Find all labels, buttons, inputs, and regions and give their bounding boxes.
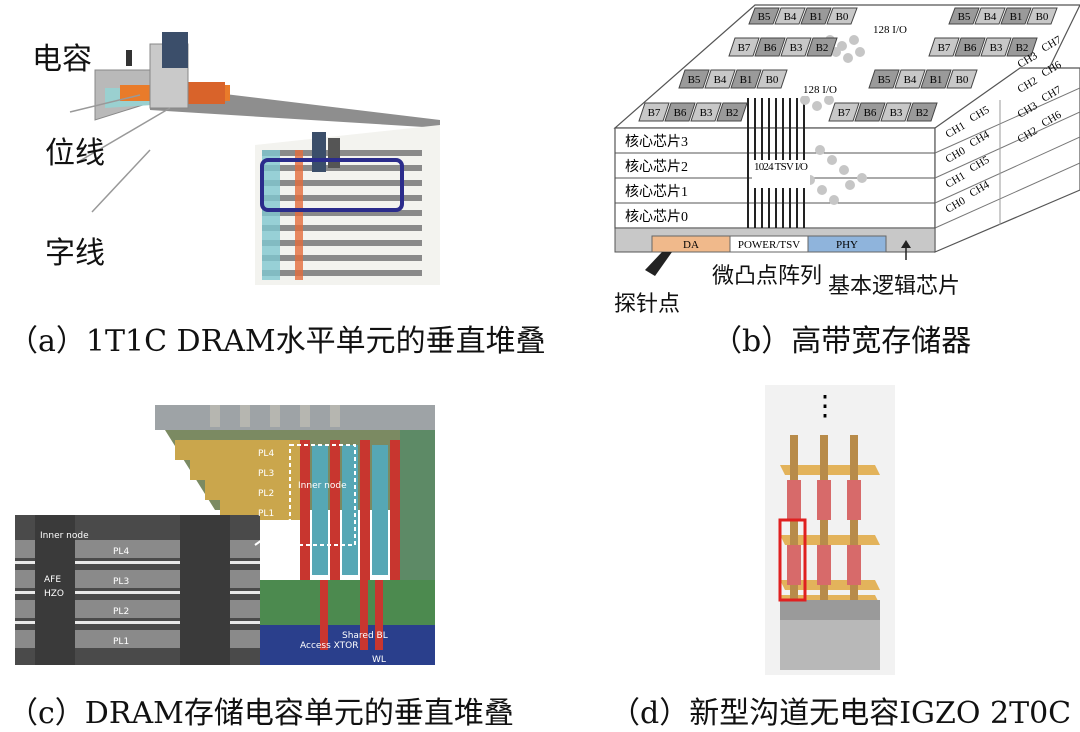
access-xtor-label: Access XTOR xyxy=(300,641,359,651)
bank-label: B2 xyxy=(816,42,829,54)
bank-label: B3 xyxy=(890,107,903,119)
sem-plane-label: PL3 xyxy=(113,577,129,587)
bank-label: B3 xyxy=(990,42,1003,54)
bank-label: B3 xyxy=(700,107,713,119)
probe-label: 探针点 xyxy=(614,292,681,317)
inner-node-label: Inner node xyxy=(298,481,347,491)
plane-label: PL2 xyxy=(258,489,274,499)
plane-label: PL1 xyxy=(258,509,274,519)
chip-labels: 核心芯片3 核心芯片2 核心芯片1 核心芯片0 xyxy=(625,134,688,225)
sem-plane-label: PL2 xyxy=(113,607,129,617)
panel-c: PL4 PL3 PL2 PL1 Inner node AFE HZO PL4 P… xyxy=(0,400,440,680)
base-block-label: POWER/TSV xyxy=(738,239,800,251)
bank-label: B0 xyxy=(766,74,779,86)
caption-d: （d）新型沟道无电容IGZO 2T0C xyxy=(610,696,1072,731)
panel-a: 电容 位线 字线 xyxy=(0,0,540,300)
panel-b: B5 B4 B1 B0 B5 B4 B1 B0 B7 B6 B3 B2 B7 B… xyxy=(600,0,1080,320)
bank-label: B7 xyxy=(738,42,751,54)
bank-label: B6 xyxy=(674,107,687,119)
sem-labels: PL4 PL3 PL2 PL1 Inner node AFE HZO xyxy=(40,531,129,647)
panel-a-illustration xyxy=(69,32,440,285)
bank-labels: B5 B4 B1 B0 B5 B4 B1 B0 B7 B6 B3 B2 B7 B… xyxy=(648,11,1049,119)
bank-label: B4 xyxy=(714,74,727,86)
bitline-label: 位线 xyxy=(45,136,105,171)
base-block-labels: DA POWER/TSV PHY xyxy=(683,239,858,251)
caption-c: （c）DRAM存储电容单元的垂直堆叠 xyxy=(8,696,514,731)
plane-label: PL4 xyxy=(258,449,274,459)
phy-block xyxy=(807,235,887,253)
sem-hzo-label: HZO xyxy=(44,589,64,599)
bank-label: B5 xyxy=(758,11,771,23)
base-block-label: DA xyxy=(683,239,699,251)
shared-bl-label: Shared BL xyxy=(342,631,388,641)
sem-plane-label: PL1 xyxy=(113,637,129,647)
stack-layers xyxy=(262,150,422,276)
bank-label: B5 xyxy=(878,74,891,86)
bank-label: B2 xyxy=(1016,42,1029,54)
bank-label: B3 xyxy=(790,42,803,54)
chip-label: 核心芯片0 xyxy=(625,209,688,225)
caption-b: （b）高带宽存储器 xyxy=(712,324,972,359)
bank-label: B2 xyxy=(916,107,929,119)
bank-label: B7 xyxy=(938,42,951,54)
panel-d-illustration: ⋮ xyxy=(765,385,895,675)
bank-label: B1 xyxy=(1010,11,1023,23)
bank-label: B6 xyxy=(864,107,877,119)
sem-afe-label: AFE xyxy=(44,575,61,585)
plane-labels: PL4 PL3 PL2 PL1 Inner node Access XTOR S… xyxy=(258,449,388,665)
bank-label: B7 xyxy=(648,107,661,119)
chip-label: 核心芯片2 xyxy=(625,159,688,175)
io-mid-label: 128 I/O xyxy=(803,84,837,96)
bank-label: B5 xyxy=(958,11,971,23)
bank-label: B0 xyxy=(836,11,849,23)
io-top-label: 128 I/O xyxy=(873,24,907,36)
chip-label: 核心芯片3 xyxy=(625,134,688,150)
wl-label: WL xyxy=(372,655,386,665)
sem-plane-label: PL4 xyxy=(113,547,129,557)
hbm-diagram: B5 B4 B1 B0 B5 B4 B1 B0 B7 B6 B3 B2 B7 B… xyxy=(613,4,1080,276)
bank-label: B2 xyxy=(726,107,739,119)
bank-label: B1 xyxy=(740,74,753,86)
highlight-box xyxy=(260,158,404,212)
ellipsis-label: ⋮ xyxy=(811,391,839,422)
panel-d: ⋮ xyxy=(765,385,895,675)
bank-label: B6 xyxy=(964,42,977,54)
caption-a: （a）1T1C DRAM水平单元的垂直堆叠 xyxy=(8,324,546,359)
bank-label: B6 xyxy=(764,42,777,54)
bank-label: B1 xyxy=(930,74,943,86)
bank-label: B4 xyxy=(904,74,917,86)
plane-label: PL3 xyxy=(258,469,274,479)
sem-inner-node-label: Inner node xyxy=(40,531,89,541)
bank-label: B4 xyxy=(984,11,997,23)
red-highlight-box xyxy=(778,518,807,602)
wordline-label: 字线 xyxy=(45,236,105,271)
tsv-label: 1024 TSV I/O xyxy=(754,161,808,173)
bank-label: B0 xyxy=(1036,11,1049,23)
bank-label: B4 xyxy=(784,11,797,23)
bank-label: B1 xyxy=(810,11,823,23)
chip-label: 核心芯片1 xyxy=(625,184,688,200)
panel-c-illustration: PL4 PL3 PL2 PL1 Inner node AFE HZO PL4 P… xyxy=(15,405,435,665)
bank-label: B7 xyxy=(838,107,851,119)
base-logic-label: 基本逻辑芯片 xyxy=(828,274,961,299)
microbump-label: 微凸点阵列 xyxy=(712,264,823,289)
capacitor-label: 电容 xyxy=(32,42,92,77)
bank-label: B0 xyxy=(956,74,969,86)
base-block-label: PHY xyxy=(836,239,858,251)
bank-label: B5 xyxy=(688,74,701,86)
